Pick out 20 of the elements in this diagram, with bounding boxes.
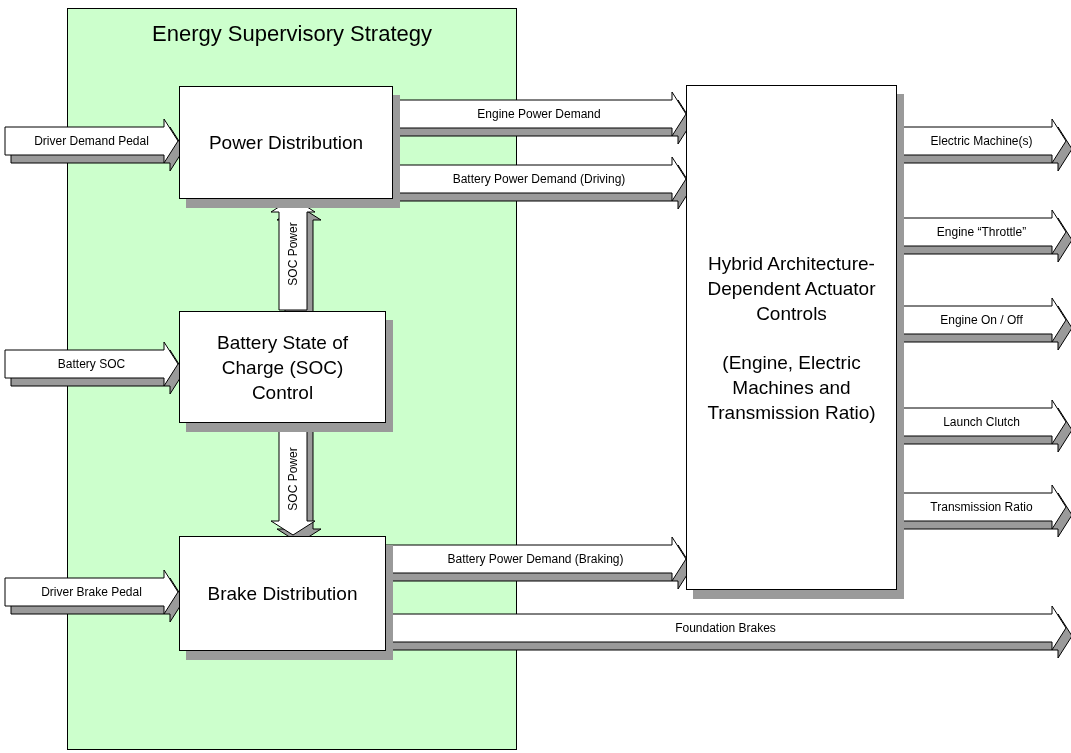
edge-label: Battery SOC: [57, 357, 126, 371]
edge-label: Driver Brake Pedal: [41, 585, 142, 599]
box-text: Power Distribution: [208, 131, 364, 155]
box-text: Brake Distribution: [207, 582, 358, 606]
edge-label: Electric Machine(s): [930, 134, 1033, 148]
edge-label: Battery Power Demand (Braking): [447, 552, 624, 566]
edge-label: Foundation Brakes: [675, 621, 776, 635]
box-text: Battery State of Charge (SOC) Control: [216, 330, 349, 405]
edge-label: Driver Demand Pedal: [34, 134, 149, 148]
edge-label: Engine On / Off: [940, 313, 1023, 327]
edge-label: SOC Power: [286, 446, 300, 511]
edge-label: Launch Clutch: [943, 415, 1020, 429]
edge-label: Engine Power Demand: [477, 107, 601, 121]
panel-title: Energy Supervisory Strategy: [151, 20, 433, 48]
box-text: Hybrid Architecture-Dependent Actuator Controls: [706, 251, 877, 326]
edge-label: SOC Power: [286, 222, 300, 286]
edge-label: Engine “Throttle”: [936, 225, 1027, 239]
edge-label: Battery Power Demand (Driving): [452, 172, 626, 186]
edge-label: Transmission Ratio: [930, 500, 1033, 514]
box-text: (Engine, Electric Machines and Transmission Ratio): [706, 350, 877, 425]
